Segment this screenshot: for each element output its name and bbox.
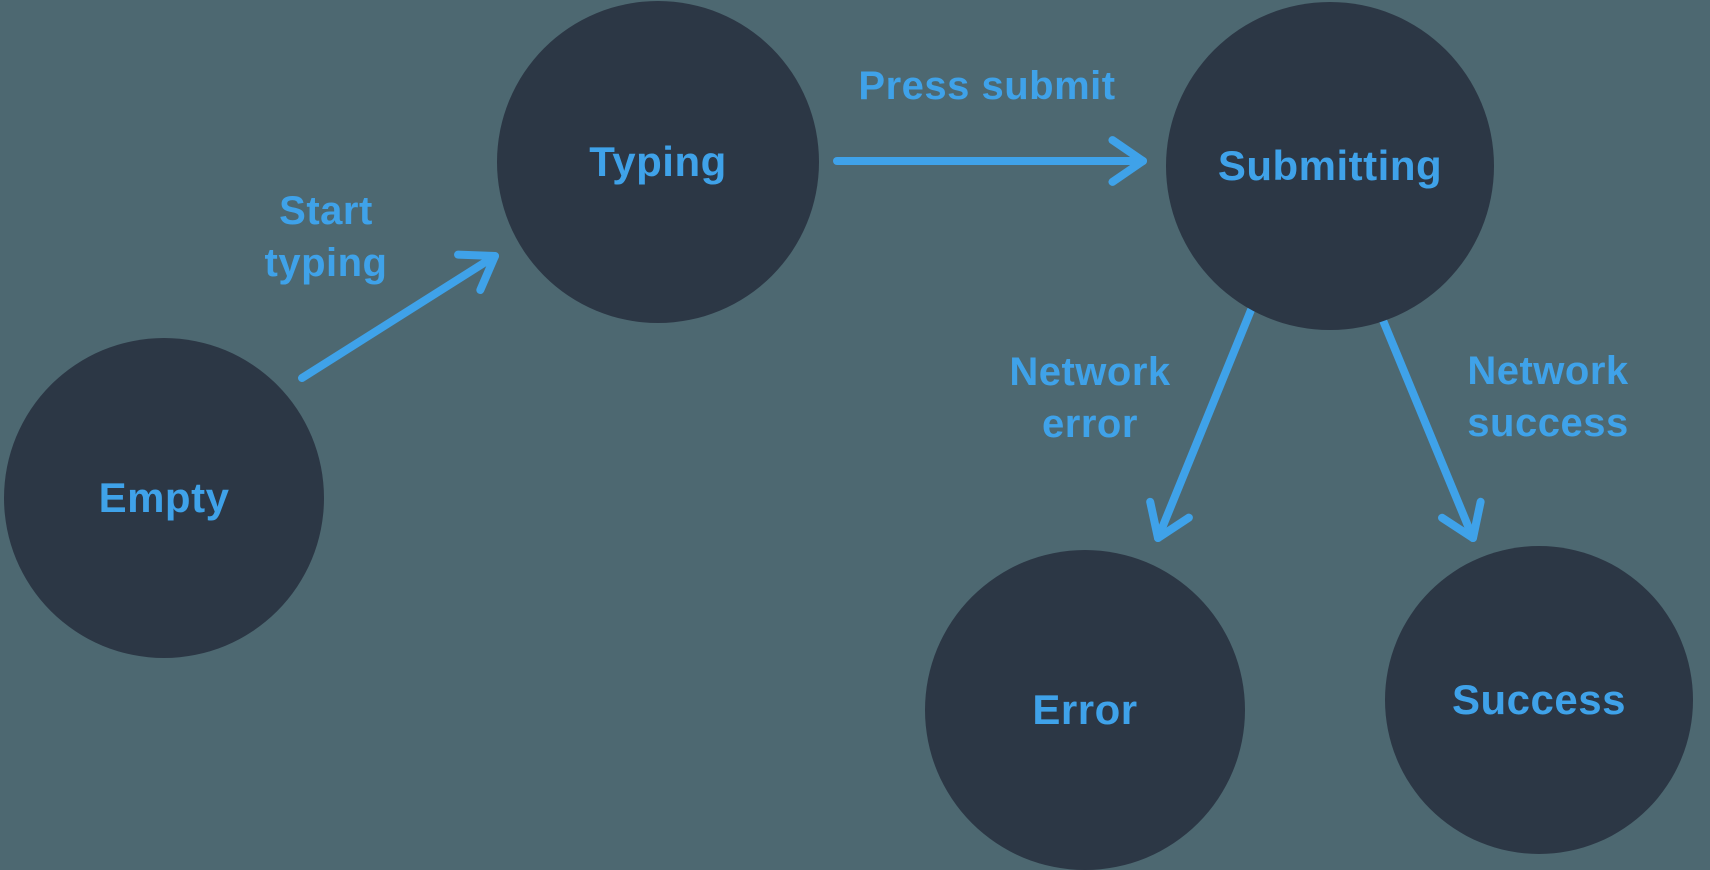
- arrow-network-success: [1378, 314, 1485, 542]
- state-label-submitting: Submitting: [1217, 142, 1443, 189]
- transition-label-network-success: Network success: [1467, 349, 1629, 445]
- state-label-empty: Empty: [98, 474, 230, 521]
- state-node-error: Error: [925, 550, 1245, 870]
- state-node-typing: Typing: [497, 1, 819, 323]
- arrow-press-submit: [833, 136, 1147, 186]
- state-node-empty: Empty: [4, 338, 324, 658]
- state-label-typing: Typing: [589, 138, 727, 185]
- state-node-success: Success: [1385, 546, 1693, 854]
- state-label-error: Error: [1032, 686, 1138, 733]
- transition-label-network-error: Network error: [1009, 350, 1171, 446]
- state-label-success: Success: [1452, 676, 1626, 723]
- transition-label-start-typing: Start typing: [264, 189, 388, 285]
- transition-label-press-submit: Press submit: [858, 64, 1116, 108]
- state-node-submitting: Submitting: [1166, 2, 1494, 330]
